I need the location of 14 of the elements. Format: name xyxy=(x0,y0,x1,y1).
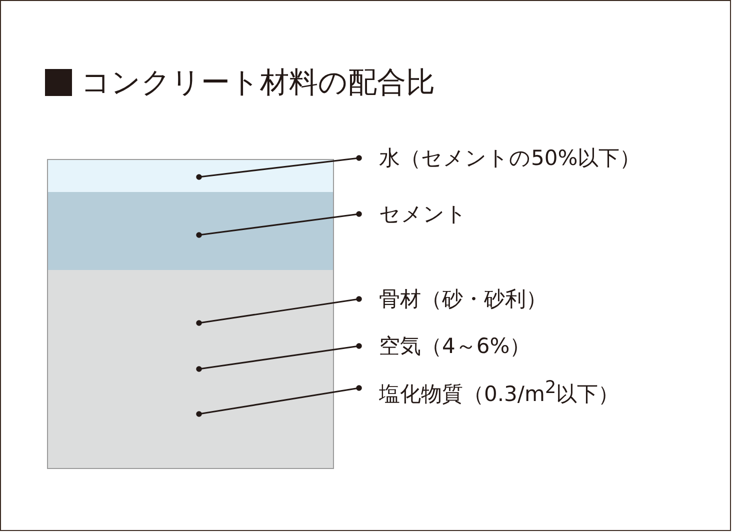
part-label: 骨材（砂・砂利） xyxy=(359,286,547,312)
part-label: セメント xyxy=(359,201,467,227)
title: コンクリート材料の配合比 xyxy=(81,64,435,101)
aggregate-layer xyxy=(48,270,333,468)
leader-line xyxy=(196,211,362,238)
water-layer xyxy=(48,160,333,192)
part-label: 空気（4～6%） xyxy=(359,333,531,359)
part-label: 塩化物質（0.3/m$^{2}$以下） xyxy=(359,375,620,407)
leader-line xyxy=(196,385,362,417)
cement-layer xyxy=(48,192,333,270)
leader-line xyxy=(196,155,362,180)
leader-line xyxy=(196,296,362,326)
part-label: 水（セメントの50%以下） xyxy=(359,145,641,171)
leader-line xyxy=(196,343,362,372)
